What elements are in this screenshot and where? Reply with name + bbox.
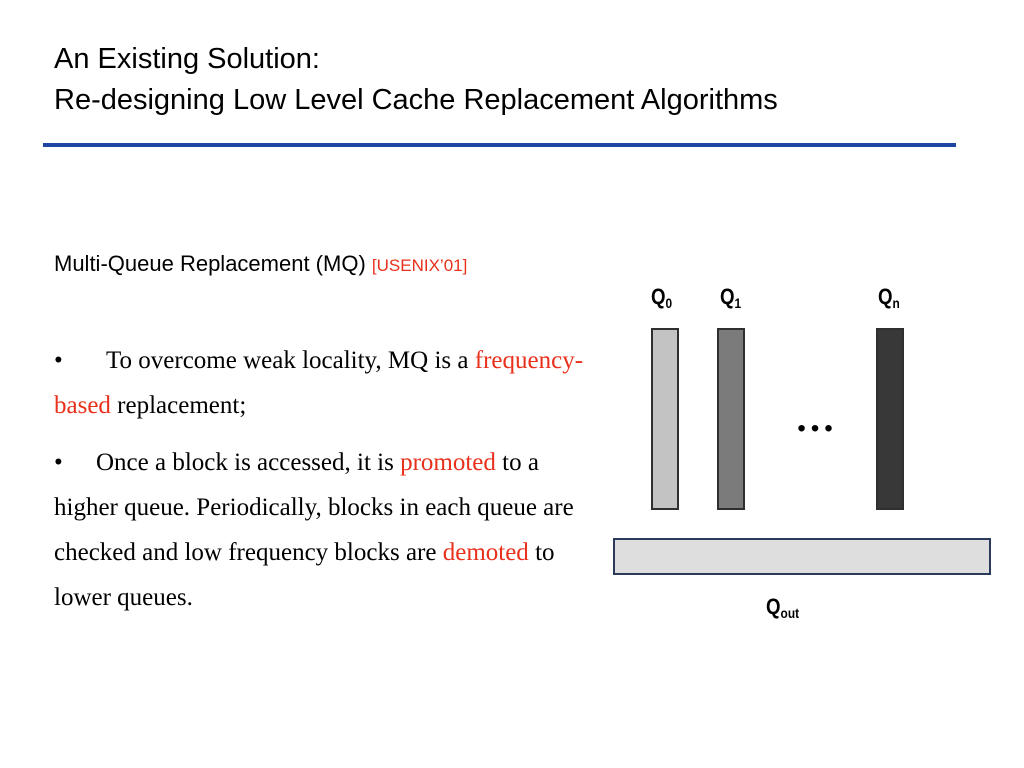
queue-label-q1: Q1 [720,284,742,311]
subtitle-text: Multi-Queue Replacement (MQ) [54,251,366,276]
bullet-list: • To overcome weak locality, MQ is a freq… [54,338,594,632]
bullet-item-2: • Once a block is accessed, it is promote… [54,440,594,620]
queue-label-qout: Qout [766,594,800,621]
slide-title-line-2: Re-designing Low Level Cache Replacement… [54,84,778,116]
queue-bar-q0 [651,328,679,510]
queue-bar-q1 [717,328,745,510]
bullet-1-highlight: frequency-based [54,347,584,419]
bullet-1-text: To overcome weak locality, MQ is a [106,347,469,374]
section-subtitle: Multi-Queue Replacement (MQ) [USENIX’01] [54,251,467,277]
title-divider [43,143,956,147]
bullet-marker: • [54,347,63,374]
queue-ellipsis: … [795,395,837,440]
bullet-marker: • [54,449,63,476]
queue-bar-qn [876,328,904,510]
slide-title-line-1: An Existing Solution: [54,43,320,75]
citation: [USENIX’01] [371,256,468,275]
bullet-2-text: Once a block is accessed, it is [96,449,394,476]
queue-bar-qout [613,538,991,575]
bullet-1-text-end: replacement; [117,392,247,419]
bullet-2-highlight-promoted: promoted [400,449,496,476]
bullet-item-1: • To overcome weak locality, MQ is a freq… [54,338,594,428]
queue-label-qn: Qn [878,284,900,311]
bullet-2-highlight-demoted: demoted [442,539,529,566]
bullet-2-text-end: to lower queues. [54,539,555,611]
bullet-2-text-middle: to a higher queue. Periodically, blocks … [54,449,574,566]
queue-label-q0: Q0 [651,284,673,311]
